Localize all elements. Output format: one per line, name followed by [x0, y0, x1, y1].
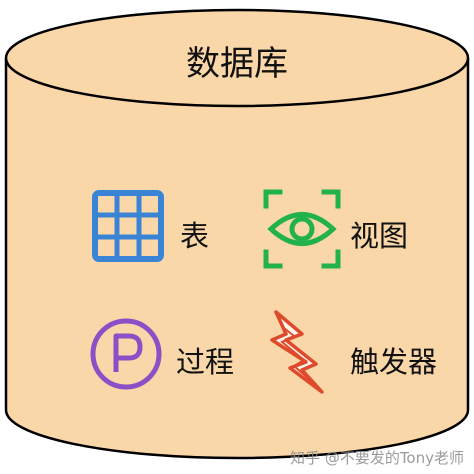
- table-label: 表: [180, 219, 210, 253]
- watermark-text: 知乎 @不要发的Tony老师: [290, 449, 464, 467]
- trigger-label: 触发器: [350, 345, 438, 379]
- lightning-bolt-icon: [270, 310, 324, 394]
- eye-icon: [263, 189, 341, 269]
- view-label: 视图: [350, 219, 409, 253]
- cylinder-top: [4, 8, 470, 108]
- procedure-label: 过程: [176, 345, 235, 379]
- circled-p-icon: [90, 318, 162, 390]
- diagram-title: 数据库: [186, 44, 288, 84]
- table-grid-icon: [92, 190, 164, 262]
